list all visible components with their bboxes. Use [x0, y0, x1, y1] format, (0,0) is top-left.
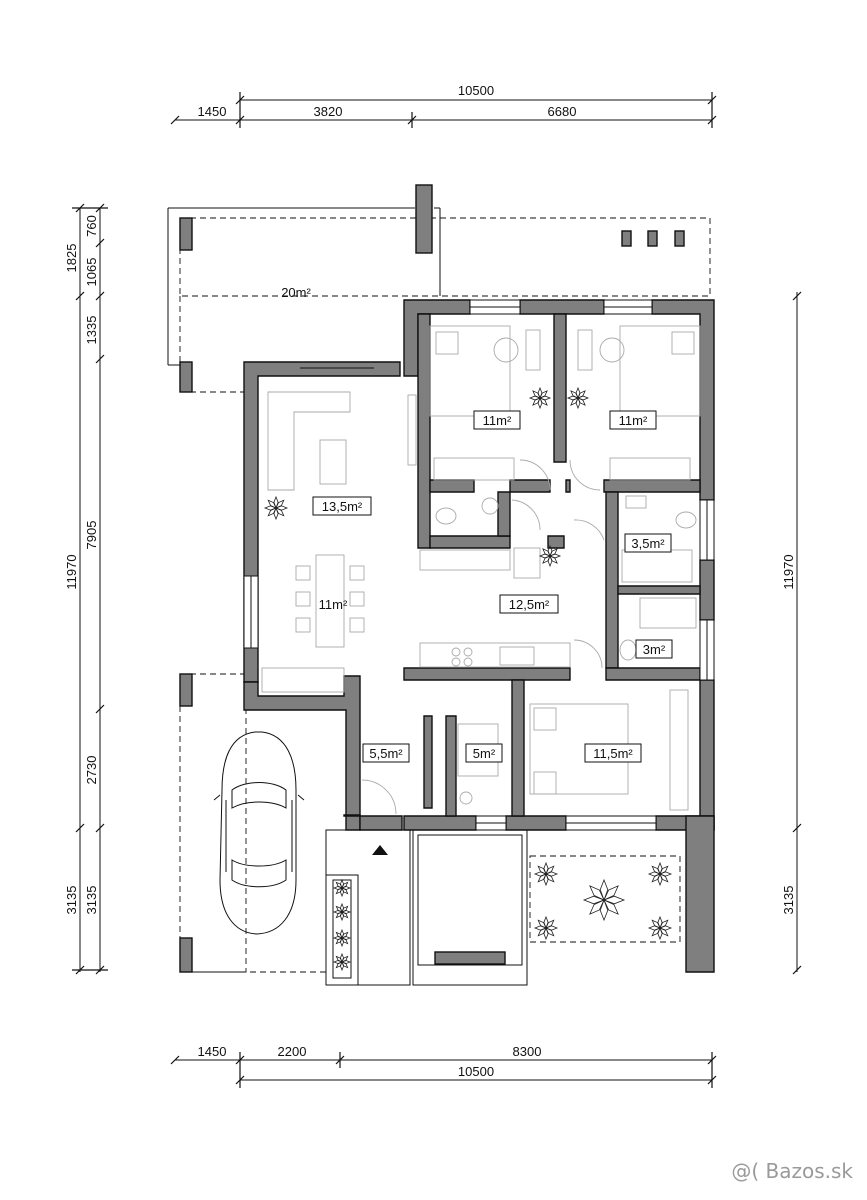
carport: [179, 673, 330, 973]
room-label-bathroom: 3,5m²: [631, 536, 665, 551]
dim-left-inner-b: 1065: [84, 258, 99, 287]
walls: [243, 299, 715, 973]
flower-icon: [566, 386, 590, 410]
dim-left-inner-d: 7905: [84, 521, 99, 550]
windows: [243, 299, 715, 831]
furniture: [261, 325, 701, 815]
dim-bottom-total: 10500: [458, 1064, 494, 1079]
dim-left-outer-total: 11970: [64, 554, 79, 589]
dim-top-left: 1450: [198, 104, 227, 119]
flower-icon: [647, 915, 673, 941]
garden: [529, 855, 681, 943]
dim-right-bottom: 3135: [781, 886, 796, 915]
flower-icon-group: [263, 386, 673, 972]
flower-icon: [332, 902, 352, 922]
flower-icon: [528, 386, 552, 410]
room-label-hall: 12,5m²: [509, 597, 550, 612]
dim-top-total: 10500: [458, 83, 494, 98]
flower-icon: [647, 861, 673, 887]
dim-bottom-left: 1450: [198, 1044, 227, 1059]
flower-icon: [533, 861, 559, 887]
dim-bottom-right: 8300: [513, 1044, 542, 1059]
left-dimensions: 1825 11970 3135 760 1065 1335 7905 2730 …: [64, 203, 108, 975]
top-dimensions: 10500 1450 3820 6680: [170, 83, 717, 128]
room-label-entry: 5,5m²: [369, 746, 403, 761]
dim-top-mid: 3820: [314, 104, 343, 119]
right-dimensions: 11970 3135: [781, 291, 802, 975]
flower-icon: [533, 915, 559, 941]
room-label-storage: 5m²: [473, 746, 496, 761]
car-icon: [213, 731, 305, 935]
dim-left-inner-c: 1335: [84, 316, 99, 345]
dim-left-inner-e: 2730: [84, 756, 99, 785]
dim-left-inner-a: 760: [84, 215, 99, 237]
room-labels: 20m² 13,5m² 11m² 11m² 11m² 3,5m² 3m² 12,…: [281, 285, 673, 763]
flower-icon: [332, 952, 352, 972]
entrance-path: [325, 829, 528, 986]
room-label-dining: 11m²: [319, 597, 348, 612]
dim-left-inner-f: 3135: [84, 886, 99, 915]
dim-top-right: 6680: [548, 104, 577, 119]
room-label-bedroom2: 11m²: [619, 413, 648, 428]
flower-icon: [332, 878, 352, 898]
flower-icon: [263, 495, 289, 521]
flower-icon: [538, 544, 562, 568]
dim-bottom-mid: 2200: [278, 1044, 307, 1059]
watermark: @( Bazos.sk: [731, 1159, 853, 1183]
dim-left-outer-a: 1825: [64, 244, 79, 273]
flower-icon: [332, 928, 352, 948]
flower-icon: [582, 878, 626, 922]
room-label-terrace: 20m²: [281, 285, 311, 300]
room-label-master-bedroom: 11,5m²: [593, 746, 633, 761]
dim-left-outer-b: 3135: [64, 886, 79, 915]
bottom-dimensions: 1450 2200 8300 10500: [170, 1044, 717, 1088]
room-label-living: 13,5m²: [322, 499, 363, 514]
terrace-pillars: [179, 184, 685, 393]
dim-right-total: 11970: [781, 554, 796, 589]
room-label-bedroom1: 11m²: [483, 413, 512, 428]
room-label-wc: 3m²: [643, 642, 666, 657]
